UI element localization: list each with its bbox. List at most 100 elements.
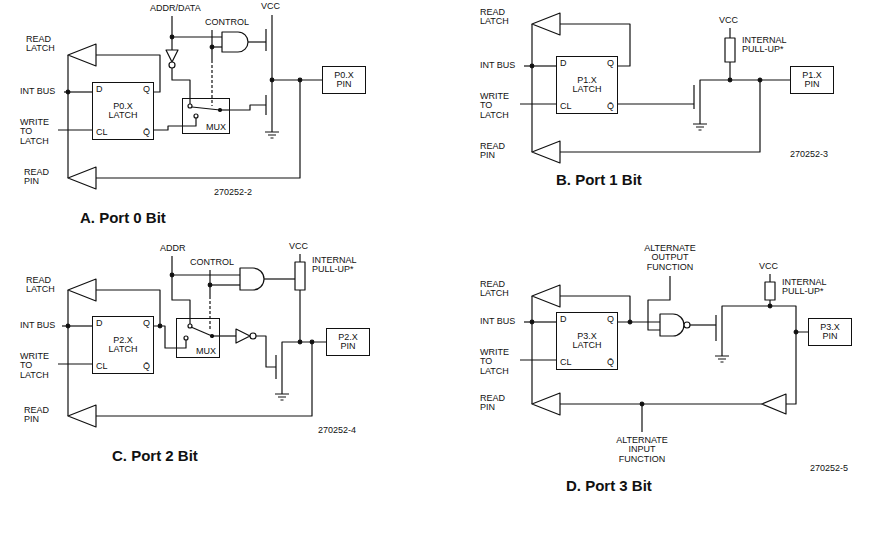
wire [769, 274, 770, 282]
pin-box: P1.X PIN [790, 66, 834, 94]
latch-text: Q [143, 319, 150, 328]
buffer-symbol [762, 394, 786, 414]
label-holder: WRITE TO LATCH [20, 118, 56, 146]
pin-text: P1.X PIN [795, 71, 829, 90]
junction-dot [758, 78, 762, 82]
junction-dot [530, 320, 534, 324]
wire [531, 296, 532, 404]
latch-box: DP3.X LATCHQCLQ̄ [556, 312, 618, 370]
signal-name: READ PIN [480, 394, 514, 413]
signal-name: WRITE TO LATCH [480, 348, 516, 376]
wire [67, 55, 68, 178]
signal-name: WRITE TO LATCH [20, 118, 56, 146]
latch-text: Q̄ [143, 128, 150, 137]
supply-label: VCC [261, 2, 280, 11]
junction-dot [66, 90, 70, 94]
ground-symbol [265, 132, 279, 138]
latch-text: P2.X LATCH [103, 336, 143, 355]
wire [271, 80, 272, 92]
mux-text: MUX [206, 123, 226, 132]
signal-name: READ LATCH [26, 276, 60, 295]
figure-number: 270252-3 [790, 150, 828, 159]
transistor-symbol [694, 82, 700, 112]
inverter-bubble [169, 62, 175, 68]
wire [520, 103, 556, 104]
buffer-symbol [532, 393, 560, 415]
label-holder: 270252-3 [790, 150, 828, 159]
switch-lever [191, 327, 212, 336]
junction-dot [170, 35, 174, 39]
label-holder: INT BUS [480, 61, 515, 70]
wire [299, 254, 300, 262]
latch-text: D [96, 85, 108, 94]
buffer-symbol [532, 13, 560, 35]
figure-number: 270252-2 [214, 188, 252, 197]
latch-text: CL [96, 362, 108, 371]
label-holder: WRITE TO LATCH [20, 352, 56, 380]
signal-name: ADDR/DATA [150, 4, 201, 13]
label-holder: VCC [289, 242, 308, 251]
label-holder: CONTROL [205, 18, 249, 27]
transistor-symbol [276, 352, 282, 382]
mux-text: MUX [196, 347, 216, 356]
pin-text: P2.X PIN [331, 333, 365, 352]
signal-name: ADDR [160, 244, 186, 253]
latch-text: D [560, 315, 572, 324]
signal-name: READ LATCH [480, 280, 514, 299]
latch-text: Q [607, 59, 614, 68]
wire [96, 80, 300, 178]
and-gate [240, 268, 264, 290]
label-holder: ALTERNATE INPUT FUNCTION [611, 436, 673, 464]
ground-symbol [715, 356, 729, 362]
wire [722, 306, 808, 332]
wire [560, 296, 630, 322]
junction-dot [210, 45, 214, 49]
wire [520, 359, 556, 360]
pin-text: P0.X PIN [327, 71, 361, 90]
buffer-symbol [68, 167, 96, 189]
label-holder: ADDR [160, 244, 186, 253]
pin-text: P3.X PIN [813, 323, 847, 342]
wire [230, 105, 266, 110]
wire [721, 344, 722, 356]
wire [271, 118, 272, 132]
switch-contact [184, 336, 188, 340]
control-line [211, 60, 212, 106]
resistor-symbol [725, 38, 735, 62]
label-holder: READ LATCH [480, 280, 514, 299]
wire [96, 290, 160, 326]
wire [699, 112, 700, 124]
label-holder: READ PIN [480, 142, 514, 161]
junction-dot [728, 78, 732, 82]
wire [560, 24, 630, 66]
buffer-symbol [532, 141, 560, 163]
wire [272, 54, 322, 80]
label-holder: ALTERNATE OUTPUT FUNCTION [639, 244, 701, 272]
switch-contact [188, 104, 192, 108]
inverter-bubble [250, 333, 256, 339]
wire [58, 129, 92, 130]
label-holder: INTERNAL PULL-UP* [312, 256, 364, 275]
switch-contact [194, 114, 198, 118]
label-holder: CONTROL [190, 258, 234, 267]
panel-caption: C. Port 2 Bit [112, 448, 198, 464]
label-holder: 270252-5 [810, 464, 848, 473]
junction-dot [208, 283, 212, 287]
latch-text: CL [560, 102, 572, 111]
latch-text: Q̄ [607, 358, 614, 367]
latch-text: P1.X LATCH [567, 76, 607, 95]
signal-name: CONTROL [205, 18, 249, 27]
wire [182, 118, 196, 126]
signal-name: ALTERNATE INPUT FUNCTION [611, 436, 673, 464]
latch-box: DP0.X LATCHQCLQ̄ [92, 82, 154, 140]
label-holder: WRITE TO LATCH [480, 348, 516, 376]
wire [264, 278, 295, 279]
junction-dot [66, 324, 70, 328]
wire [171, 16, 172, 50]
wire [172, 274, 240, 275]
wire [641, 404, 642, 432]
label-holder: READ LATCH [26, 35, 60, 54]
switch-lever [192, 107, 220, 110]
signal-name: CONTROL [190, 258, 234, 267]
